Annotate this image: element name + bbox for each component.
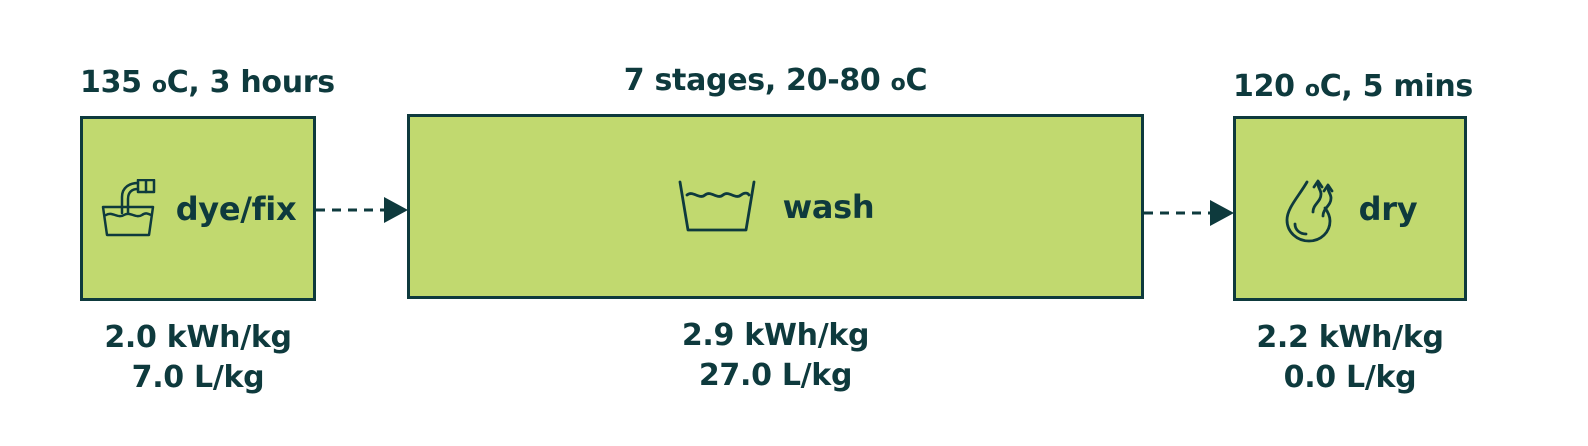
wash-condition-prefix: 7 stages, 20-80: [623, 63, 891, 98]
dry-energy: 2.2 kWh/kg: [1256, 320, 1444, 355]
dye-bath-icon: [100, 178, 156, 239]
wash-energy: 2.9 kWh/kg: [681, 318, 870, 353]
dye-fix-metrics: 2.0 kWh/kg 7.0 L/kg: [80, 318, 316, 398]
dry-metrics: 2.2 kWh/kg 0.0 L/kg: [1233, 318, 1467, 398]
dry-condition-prefix: 120: [1233, 69, 1305, 104]
wash-condition-suffix: C: [905, 63, 928, 98]
wash-label: wash: [782, 187, 875, 226]
wash-condition: 7 stages, 20-80 oC: [407, 66, 1144, 96]
dye-fix-condition-prefix: 135: [80, 65, 152, 100]
wash-water: 27.0 L/kg: [698, 358, 853, 393]
dry-label: dry: [1358, 189, 1418, 228]
drop-evaporation-icon: [1283, 174, 1343, 244]
dye-fix-water: 7.0 L/kg: [131, 360, 265, 395]
dry-box: dry: [1233, 116, 1467, 301]
dye-fix-label: dye/fix: [175, 189, 297, 228]
arrow-wash-to-dry: [1144, 200, 1234, 226]
dry-condition-suffix: C, 5 mins: [1319, 69, 1474, 104]
arrow-dye-to-wash: [316, 197, 408, 223]
dye-fix-box: dye/fix: [80, 116, 316, 301]
wash-box: wash: [407, 114, 1144, 299]
dry-degree: o: [1304, 77, 1320, 102]
wash-metrics: 2.9 kWh/kg 27.0 L/kg: [407, 316, 1144, 396]
wash-degree: o: [890, 71, 906, 96]
dye-fix-energy: 2.0 kWh/kg: [104, 320, 292, 355]
dye-fix-condition-suffix: C, 3 hours: [166, 65, 335, 100]
dry-water: 0.0 L/kg: [1283, 360, 1417, 395]
dye-fix-condition: 135 oC, 3 hours: [80, 65, 335, 100]
dye-fix-degree: o: [151, 73, 167, 98]
wash-basin-icon: [677, 179, 757, 235]
dry-condition: 120 oC, 5 mins: [1233, 69, 1473, 104]
